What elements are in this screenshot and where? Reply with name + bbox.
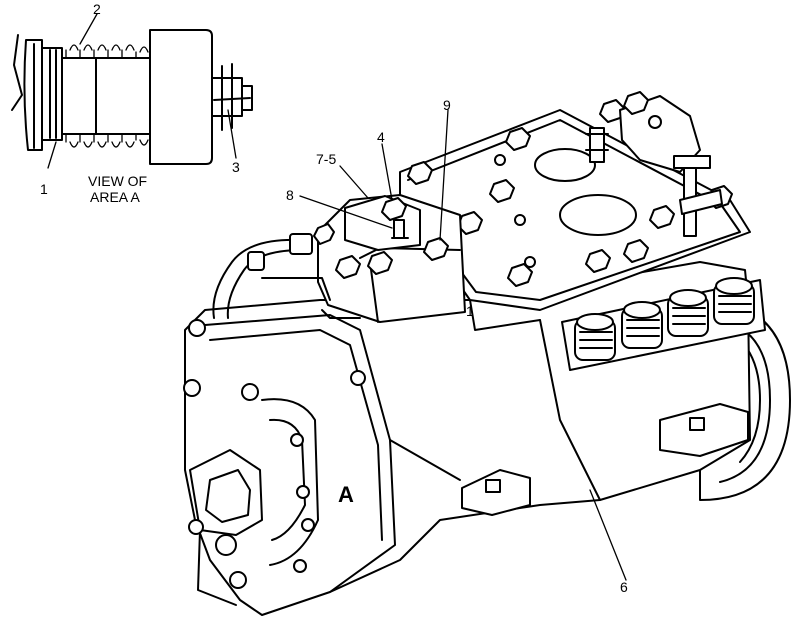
leader-9 (439, 109, 449, 241)
main-callouts: 9 4 7-5 8 1 6 A (286, 97, 628, 595)
fuel-line (212, 233, 361, 319)
callout-6: 6 (620, 579, 628, 595)
inset-view: 2 1 3 VIEW OF AREA A (11, 1, 253, 205)
inset-caption-line1: VIEW OF (88, 173, 147, 189)
leader-3 (227, 109, 237, 159)
callout-9: 9 (443, 97, 451, 113)
top-cover-plate (399, 91, 751, 311)
leader-8 (299, 195, 393, 229)
leader-6 (589, 489, 627, 581)
callout-1-inset: 1 (40, 181, 48, 197)
area-a-label: A (338, 482, 354, 507)
inset-caption-line2: AREA A (90, 189, 140, 205)
callout-8: 8 (286, 187, 294, 203)
callout-4: 4 (377, 129, 385, 145)
filter-head-block (313, 194, 466, 323)
callout-2: 2 (93, 1, 101, 17)
callout-3: 3 (232, 159, 240, 175)
leader-7-5 (339, 165, 369, 199)
front-cover-bolts (183, 319, 366, 589)
leader-1-inset (47, 141, 57, 169)
delivery-valve-holders (561, 277, 766, 371)
top-plate-bolts (407, 99, 733, 287)
callout-1-main: 1 (466, 303, 474, 319)
callout-7-5: 7-5 (316, 151, 336, 167)
leader-2 (79, 13, 98, 45)
leader-4 (381, 143, 393, 201)
